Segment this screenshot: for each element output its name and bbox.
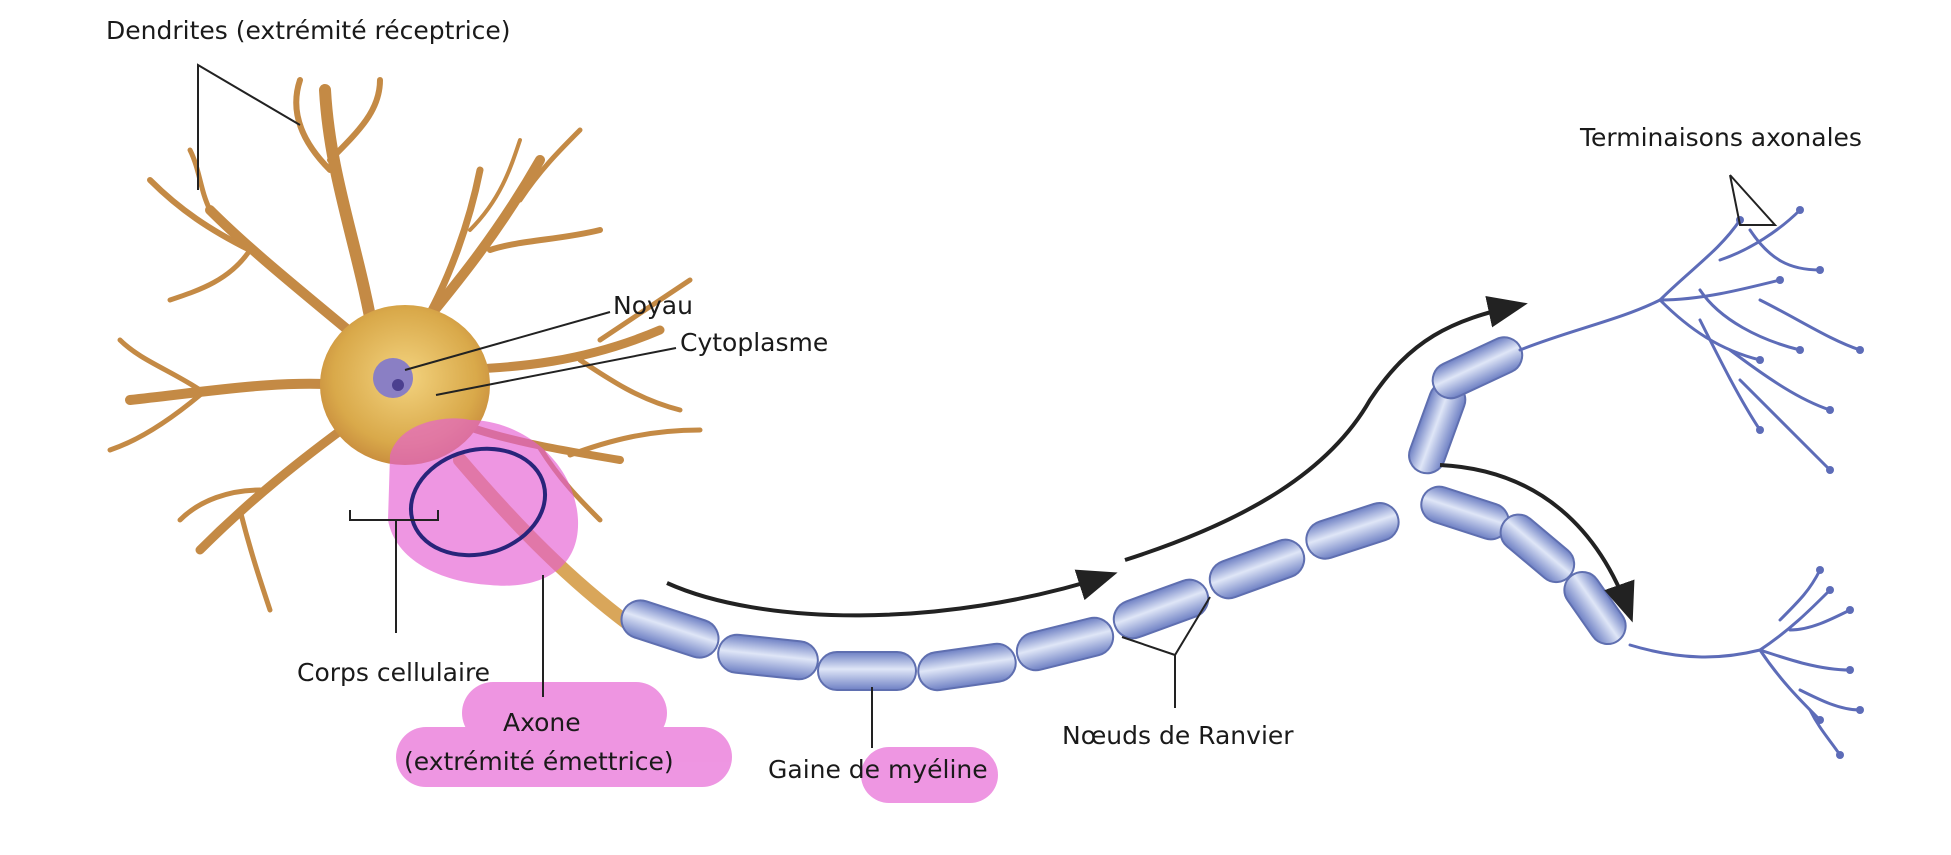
nucleolus bbox=[392, 379, 404, 391]
label-terminaisons-axonales: Terminaisons axonales bbox=[1580, 123, 1862, 152]
terminaisons-bracket bbox=[1729, 174, 1778, 226]
highlight-extremite-label bbox=[396, 727, 732, 787]
axon-terminal-bulbs-lower bbox=[1816, 566, 1864, 759]
axon-terminals-lower bbox=[1628, 568, 1862, 757]
leader-lines bbox=[197, 63, 1778, 748]
label-cytoplasme: Cytoplasme bbox=[680, 328, 829, 357]
highlighter-marks bbox=[388, 418, 998, 803]
label-axone: Axone bbox=[503, 708, 581, 737]
arrow-3 bbox=[1439, 463, 1635, 623]
nucleus bbox=[373, 358, 413, 398]
highlight-axon-hillock bbox=[388, 418, 579, 586]
label-noyau: Noyau bbox=[613, 291, 693, 320]
signal-arrows bbox=[666, 296, 1635, 623]
noeuds-bracket bbox=[1121, 596, 1211, 708]
corps-bracket bbox=[349, 510, 439, 633]
dendrites-bracket bbox=[197, 63, 301, 190]
label-dendrites: Dendrites (extrémité réceptrice) bbox=[106, 16, 511, 45]
noyau-leader bbox=[404, 311, 611, 371]
arrow-1 bbox=[666, 569, 1118, 618]
dendrites bbox=[107, 77, 703, 613]
label-noeuds-ranvier: Nœuds de Ranvier bbox=[1062, 721, 1294, 750]
label-gaine-myeline: Gaine de myéline bbox=[768, 755, 988, 784]
cytoplasme-leader bbox=[435, 347, 677, 396]
highlight-myeline-label bbox=[861, 747, 998, 803]
axon-terminals-upper bbox=[1518, 208, 1862, 472]
label-corps-cellulaire: Corps cellulaire bbox=[297, 658, 491, 687]
arrow-2 bbox=[1124, 296, 1528, 562]
myelin-sheath bbox=[620, 336, 1627, 692]
axon-terminal-bulbs-upper bbox=[1736, 206, 1864, 474]
label-axone-extremite: (extrémité émettrice) bbox=[404, 747, 674, 776]
